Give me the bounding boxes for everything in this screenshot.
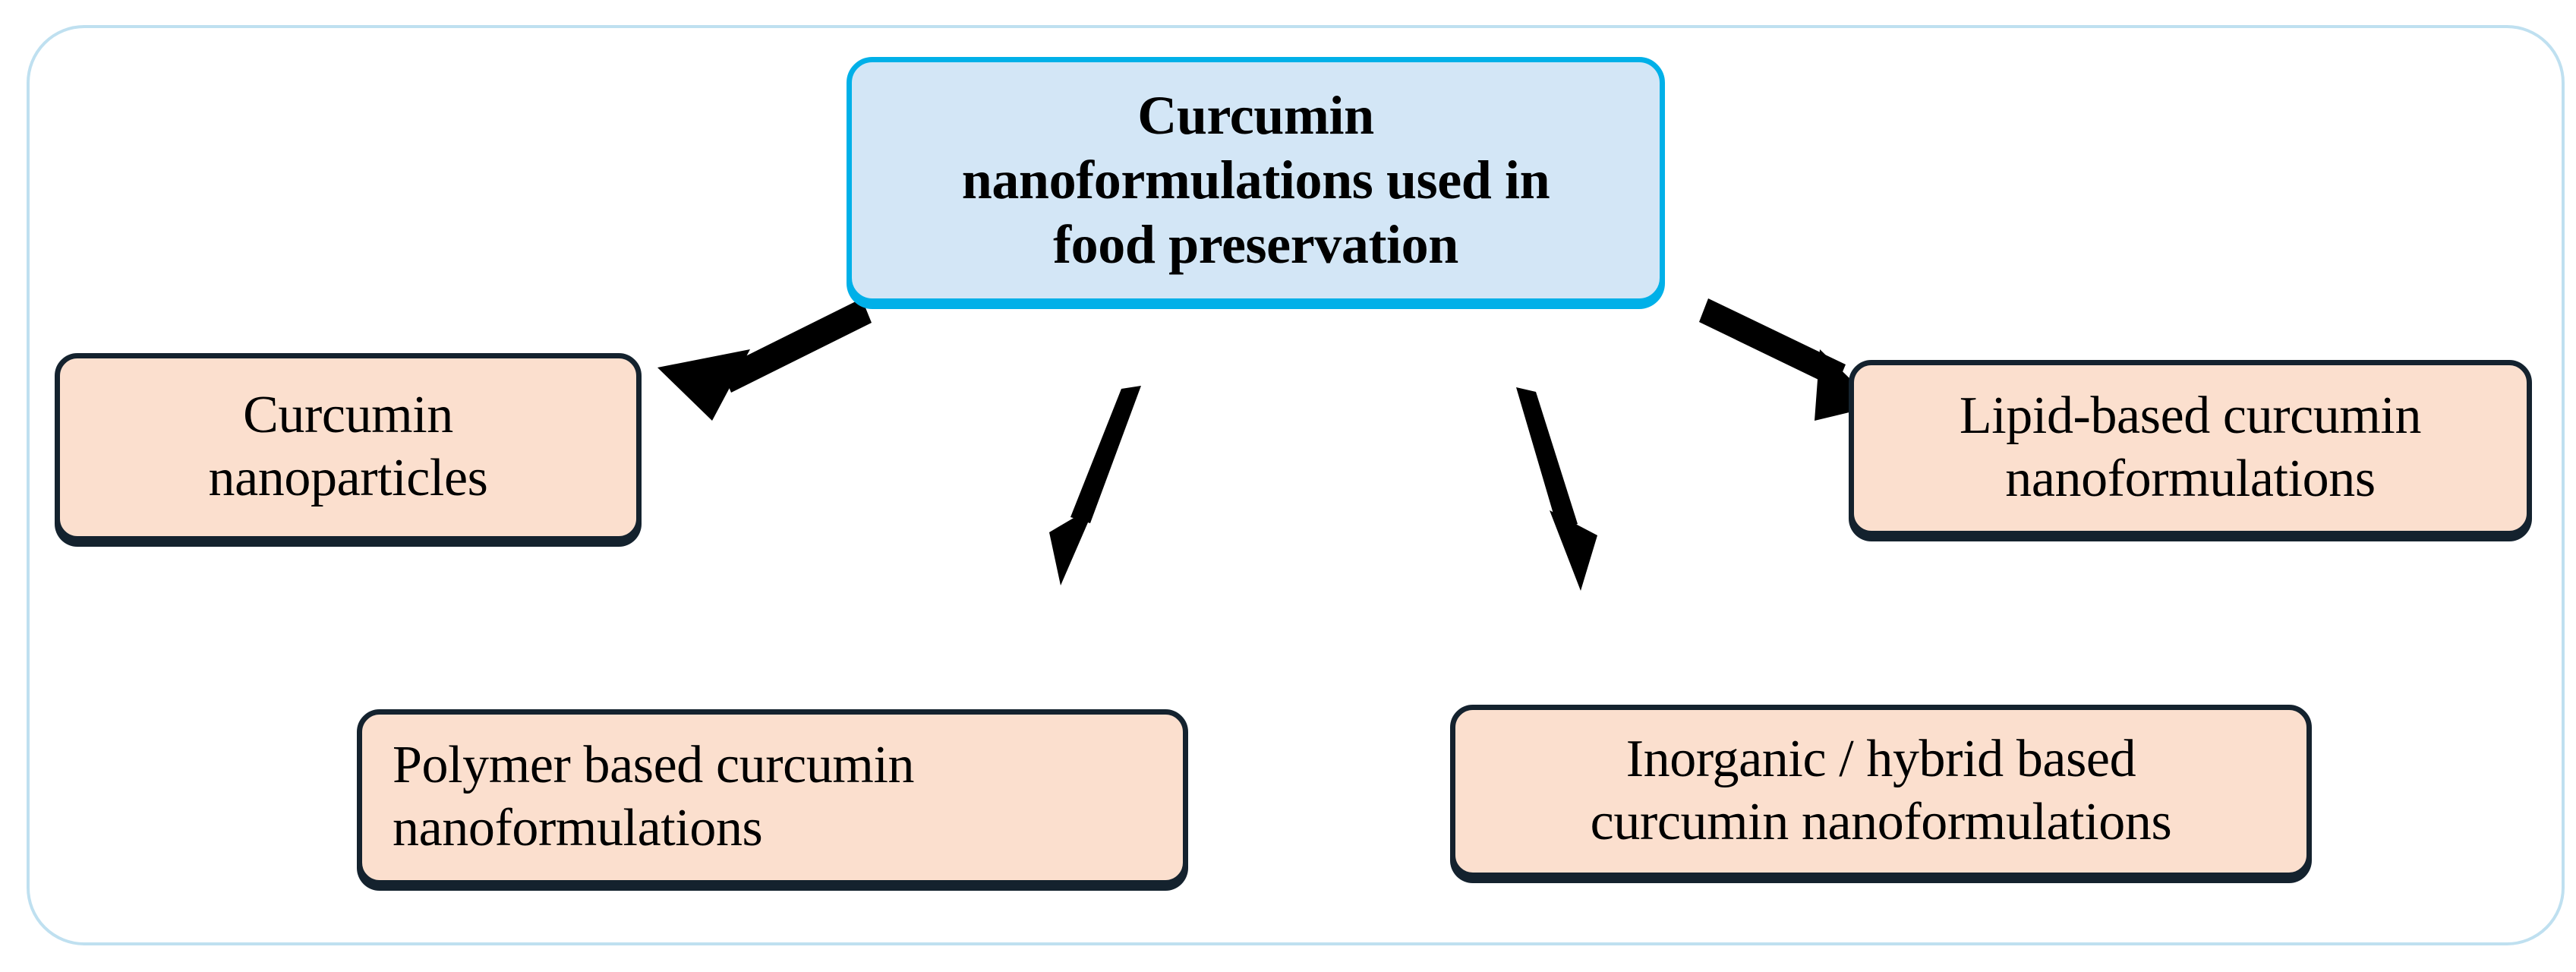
node-root-label: Curcumin nanoformulations used in food p… <box>961 85 1550 275</box>
node-inorganic-hybrid-based-curcumin-nanoformulations[interactable]: Inorganic / hybrid based curcumin nanofo… <box>1450 705 2312 878</box>
node-root-curcumin-nanoformulations[interactable]: Curcumin nanoformulations used in food p… <box>847 57 1665 304</box>
node-curcumin-nanoparticles[interactable]: Curcumin nanoparticles <box>55 353 642 541</box>
node-polymer-based-label: Polymer based curcumin nanoformulations <box>393 736 915 857</box>
node-polymer-based-curcumin-nanoformulations[interactable]: Polymer based curcumin nanoformulations <box>357 709 1188 885</box>
node-lipid-based-label: Lipid-based curcumin nanoformulations <box>1959 387 2422 508</box>
node-inorganic-hybrid-label: Inorganic / hybrid based curcumin nanofo… <box>1590 730 2172 851</box>
node-curcumin-nanoparticles-label: Curcumin nanoparticles <box>208 386 488 507</box>
node-lipid-based-curcumin-nanoformulations[interactable]: Lipid-based curcumin nanoformulations <box>1849 360 2532 536</box>
diagram-outer-frame <box>27 25 2565 945</box>
